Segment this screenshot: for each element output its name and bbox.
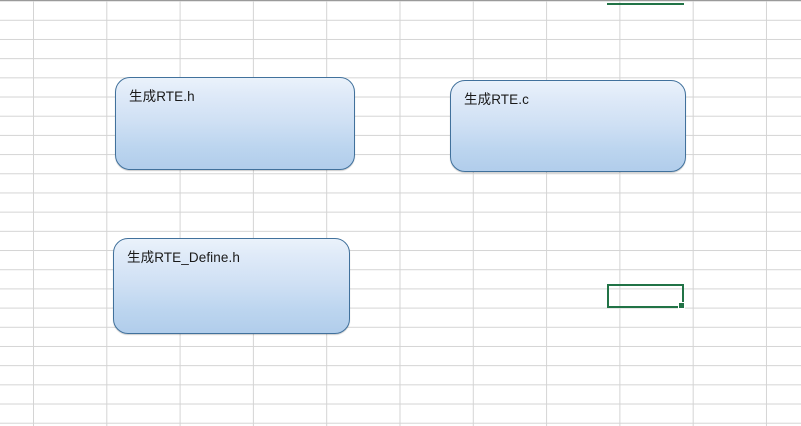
selection-edge-above-viewport bbox=[607, 3, 684, 5]
flowchart-shape-rte-h[interactable]: 生成RTE.h bbox=[115, 77, 355, 170]
flowchart-shape-rte-c[interactable]: 生成RTE.c bbox=[450, 80, 686, 172]
shape-label-rte-define-h: 生成RTE_Define.h bbox=[127, 250, 240, 265]
flowchart-shape-rte-define-h[interactable]: 生成RTE_Define.h bbox=[113, 238, 350, 334]
grid-top-rule bbox=[0, 0, 801, 1]
shape-label-rte-c: 生成RTE.c bbox=[464, 92, 529, 107]
fill-handle[interactable] bbox=[678, 302, 685, 309]
shape-label-rte-h: 生成RTE.h bbox=[129, 89, 195, 104]
active-cell-selection[interactable] bbox=[607, 284, 684, 308]
